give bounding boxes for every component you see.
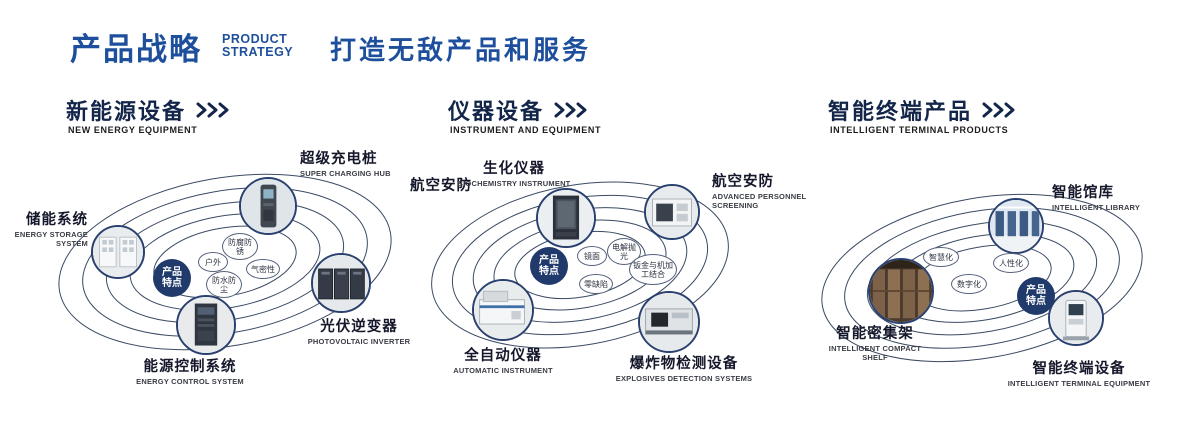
label-aviation-security-left: 航空安防 — [410, 178, 472, 194]
label-biochemistry-instrument: 生化仪器 BIOCHEMISTRY INSTRUMENT — [457, 161, 571, 188]
label-personnel-screening: 航空安防 ADVANCED PERSONNEL SCREENING — [712, 174, 807, 210]
section-title: 智能终端产品 — [828, 99, 973, 124]
feature-badge: 智慧化 — [923, 247, 959, 267]
label-compact-shelf: 智能密集架 INTELLIGENT COMPACT SHELF — [828, 326, 922, 362]
automatic-instrument-image — [472, 279, 534, 341]
label-super-charging-hub: 超级充电桩 SUPER CHARGING HUB — [300, 151, 391, 178]
compact-shelf-image — [868, 258, 934, 324]
biochemistry-instrument-image — [536, 188, 596, 248]
super-charging-hub-image — [239, 177, 297, 235]
triple-chevron-icon — [982, 102, 1015, 118]
photovoltaic-inverter-image — [311, 253, 371, 313]
label-automatic-instrument: 全自动仪器 AUTOMATIC INSTRUMENT — [453, 348, 553, 375]
label-terminal-equipment: 智能终端设备 INTELLIGENT TERMINAL EQUIPMENT — [1007, 361, 1151, 388]
intelligent-library-image — [988, 198, 1044, 254]
section-subtitle: INSTRUMENT AND EQUIPMENT — [450, 125, 602, 135]
section-subtitle: NEW ENERGY EQUIPMENT — [68, 125, 198, 135]
personnel-screening-image — [644, 184, 700, 240]
section-title: 新能源设备 — [66, 99, 187, 124]
explosives-detection-image — [638, 291, 700, 353]
label-explosives-detection: 爆炸物检测设备 EXPLOSIVES DETECTION SYSTEMS — [615, 356, 753, 383]
terminal-kiosk-image — [1048, 290, 1104, 346]
triple-chevron-icon — [196, 102, 229, 118]
feature-badge: 人性化 — [993, 253, 1029, 273]
page-title-english: PRODUCT STRATEGY — [222, 32, 294, 59]
section-title: 仪器设备 — [448, 99, 545, 124]
energy-control-system-image — [176, 295, 236, 355]
section-instrument-heading: 仪器设备 — [448, 94, 589, 126]
energy-storage-image — [91, 225, 145, 279]
triple-chevron-icon — [554, 102, 587, 118]
feature-badge: 气密性 — [246, 259, 280, 279]
feature-badge: 数字化 — [951, 274, 987, 294]
label-intelligent-library: 智能馆库 INTELLIGENT LIBRARY — [1052, 185, 1141, 212]
feature-core-badge: 产品特点 — [153, 259, 191, 297]
label-photovoltaic-inverter: 光伏逆变器 PHOTOVOLTAIC INVERTER — [307, 319, 411, 346]
feature-badge: 镜面 — [577, 246, 607, 266]
section-intelligent-terminal-heading: 智能终端产品 — [828, 94, 1017, 126]
page-slogan: 打造无敌产品和服务 — [330, 35, 592, 65]
section-new-energy-heading: 新能源设备 — [66, 94, 231, 126]
feature-badge: 钣金与机加工结合 — [629, 254, 677, 285]
page-title: 产品战略 — [70, 32, 202, 67]
feature-core-badge: 产品特点 — [530, 247, 568, 285]
feature-badge: 零缺陷 — [579, 274, 613, 294]
feature-badge: 防水防尘 — [206, 271, 242, 298]
label-energy-control-system: 能源控制系统 ENERGY CONTROL SYSTEM — [136, 359, 244, 386]
feature-badge: 户外 — [198, 252, 228, 272]
feature-core-badge: 产品特点 — [1017, 277, 1055, 315]
label-energy-storage: 储能系统 ENERGY STORAGE SYSTEM — [14, 212, 88, 248]
feature-badge: 防腐防锈 — [222, 233, 258, 260]
section-subtitle: INTELLIGENT TERMINAL PRODUCTS — [830, 125, 1009, 135]
